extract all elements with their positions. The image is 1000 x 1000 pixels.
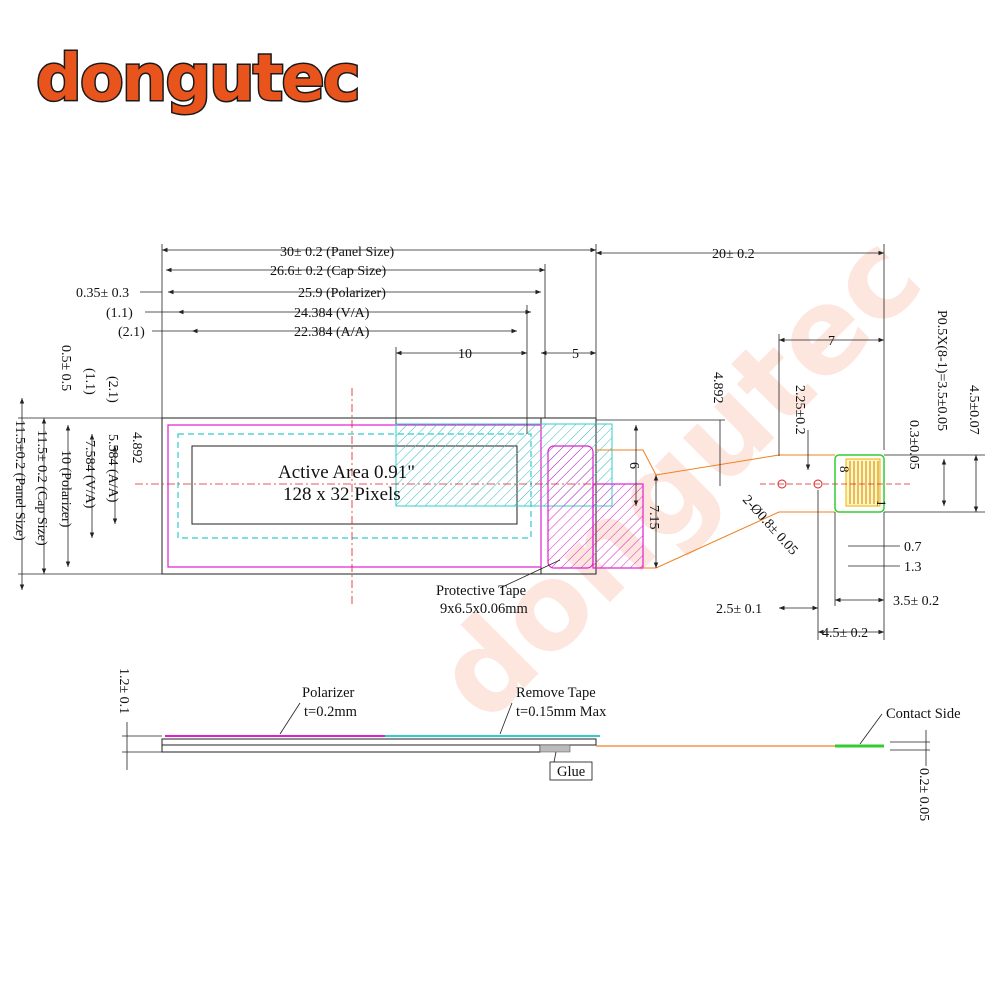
- dim-va-height: 7.584 (V/A): [82, 440, 97, 509]
- dim-aa-width: 22.384 (A/A): [294, 325, 370, 340]
- panel-glass: [161, 744, 541, 753]
- glue-label: Glue: [557, 764, 585, 780]
- dim-offset-v21: (2.1): [105, 376, 120, 403]
- brand-logo: dongutec: [36, 42, 359, 116]
- fpc-tape-area: [592, 483, 644, 569]
- fpc-detail: 8 1 7 2.25±0.2 2-Ø0.8± 0.05 P0.5X(8-1)=3…: [716, 310, 985, 641]
- dim-45: 4.5± 0.2: [822, 626, 868, 641]
- dim-offset-v11: (1.1): [82, 368, 97, 395]
- side-view: Polarizer t=0.2mm Remove Tape t=0.15mm M…: [116, 668, 961, 821]
- protective-tape-label: Protective Tape: [436, 583, 526, 599]
- dim-5: 5: [572, 347, 579, 362]
- pin-8-label: 8: [837, 466, 852, 473]
- fpc-outline-bottom: [643, 511, 835, 569]
- active-area-label: Active Area 0.91": [278, 462, 415, 483]
- dim-polarizer-height: 10 (Polarizer): [58, 450, 73, 528]
- dim-6: 6: [626, 462, 641, 469]
- dim-cap-height: 11.5± 0.2 (Cap Size): [34, 430, 49, 546]
- polarizer-label: Polarizer: [302, 685, 355, 701]
- remove-tape-leader: [499, 702, 513, 735]
- dim-13: 1.3: [904, 560, 922, 575]
- protective-tape-size: 9x6.5x0.06mm: [440, 601, 529, 617]
- dim-4892-left: 4.892: [129, 432, 144, 464]
- pin-1-label: 1: [874, 500, 889, 507]
- dim-10: 10: [458, 347, 472, 362]
- remove-tape-label: Remove Tape: [516, 685, 596, 701]
- dim-03: 0.3±0.05: [906, 420, 921, 470]
- dim-panel-size: 30± 0.2 (Panel Size): [280, 245, 395, 260]
- remove-tape-thickness: t=0.15mm Max: [516, 704, 607, 720]
- dim-07: 0.7: [904, 540, 922, 555]
- glue-leader: [553, 751, 557, 763]
- dim-panel-height: 11.5±0.2 (Panel Size): [12, 420, 27, 541]
- dim-225: 2.25±0.2: [792, 385, 807, 435]
- cap-glass: [161, 738, 597, 746]
- dim-45-right: 4.5±0.07: [966, 385, 981, 435]
- dim-cap-size: 26.6± 0.2 (Cap Size): [270, 264, 387, 279]
- dim-4892-right: 4.892: [710, 372, 725, 404]
- dim-fpc-thickness: 0.2± 0.05: [916, 768, 931, 821]
- dim-thickness: 1.2± 0.1: [116, 668, 131, 714]
- dim-polarizer-width: 25.9 (Polarizer): [298, 286, 386, 301]
- contact-side-label: Contact Side: [886, 706, 961, 722]
- polarizer-leader: [279, 702, 301, 735]
- dim-offset-21: (2.1): [118, 325, 145, 340]
- dim-aa-height: 5.584 (A/A): [105, 434, 120, 503]
- dim-offset-v05: 0.5± 0.5: [58, 345, 73, 391]
- polarizer-thickness: t=0.2mm: [304, 704, 358, 720]
- dim-25: 2.5± 0.1: [716, 602, 762, 617]
- dim-20: 20± 0.2: [712, 247, 755, 262]
- dim-offset-11: (1.1): [106, 306, 133, 321]
- top-view: Active Area 0.91" 128 x 32 Pixels Protec…: [12, 244, 885, 617]
- dim-7: 7: [828, 334, 835, 349]
- dim-715: 7.15: [646, 505, 661, 530]
- dim-offset-035: 0.35± 0.3: [76, 286, 129, 301]
- contact-side-leader: [859, 713, 883, 745]
- dim-va-width: 24.384 (V/A): [294, 306, 370, 321]
- pixel-count-label: 128 x 32 Pixels: [283, 484, 401, 505]
- glue-area: [539, 744, 571, 753]
- dim-35: 3.5± 0.2: [893, 594, 939, 609]
- protective-tape-leader: [499, 559, 561, 589]
- protective-tape-area: [547, 445, 594, 569]
- glue-label-box: [549, 761, 593, 781]
- dim-pitch: P0.5X(8-1)=3.5±0.05: [934, 310, 949, 431]
